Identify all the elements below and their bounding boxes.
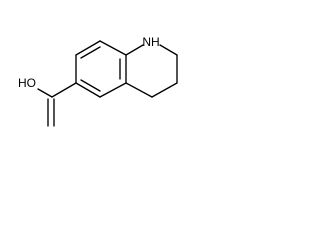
bond-c8a-n1 <box>125 44 144 56</box>
amine-nh-label: NH <box>142 35 159 49</box>
hydroxyl-label: HO <box>18 76 36 90</box>
bond-c3-c4 <box>151 82 178 98</box>
carboxylic-acid-group <box>37 82 77 127</box>
benzene-ring <box>75 40 127 98</box>
inner-double-bond-c5-c6 <box>80 79 101 92</box>
inner-double-bond-c7-c8 <box>80 46 101 59</box>
chemical-structure-diagram: NH HO <box>18 35 178 127</box>
bond-c4a-c5 <box>99 82 127 98</box>
piperidine-ring <box>125 44 178 98</box>
bond-c7-c8 <box>75 40 101 56</box>
bond-c8-c8a <box>99 40 127 56</box>
bond-carboxyl-carbon-hydroxyl-oxygen <box>37 88 53 98</box>
bond-c5-c6 <box>75 82 101 98</box>
bond-c6-carboxyl-carbon <box>51 82 77 98</box>
bond-c4-c4a <box>125 82 153 98</box>
bond-n1-c2 <box>159 44 178 56</box>
